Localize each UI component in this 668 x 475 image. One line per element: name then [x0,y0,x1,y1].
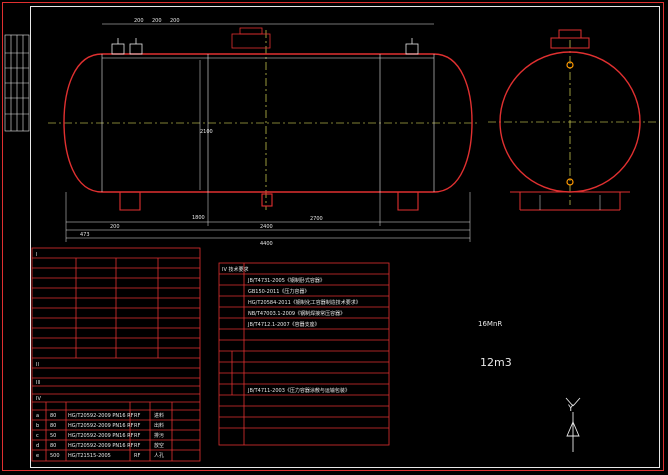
material-note: 16MnR [478,320,502,328]
dim-bottom-4: 2400 [260,224,273,230]
nozzle-row-no: c [36,433,39,439]
requirement-line: GB150-2011《压力容器》 [248,288,309,295]
nozzle-row-standard: HG/T20592-2009 PN16 RF [68,443,134,449]
nozzle-row-use: 放空 [154,442,164,449]
left-table-section-2: II [36,362,39,368]
vessel-label: 12m3 [480,356,512,369]
requirements-title: IV 技术要求 [222,266,249,273]
nozzle-row-size: 80 [50,413,56,419]
nozzle-row-face: RF [134,453,140,459]
dim-side-1: 2100 [200,129,213,135]
nozzle-row-size: 80 [50,423,56,429]
nozzle-row-standard: HG/T20592-2009 PN16 RF [68,433,134,439]
nozzle-row-no: a [36,413,39,419]
nozzle-row-no: b [36,423,39,429]
nozzle-row-face: RF [134,423,140,429]
requirement-line: JB/T4712.1-2007《容器支座》 [247,321,320,328]
outer-border [2,2,664,471]
nozzle-row-face: RF [134,433,140,439]
nozzle-row-standard: HG/T20592-2009 PN16 RF [68,413,134,419]
dim-top-3: 200 [170,18,180,24]
requirement-line: NB/T47003.1-2009《钢制焊接常压容器》 [248,310,345,317]
nozzle-row-use: 人孔 [154,452,164,459]
vessel-internal-lines [101,54,435,192]
left-table-section-3: III [36,380,40,386]
dim-bottom-3: 1800 [192,215,205,221]
nozzle-row-use: 进料 [154,412,164,419]
axis-label: Y [567,404,574,414]
left-table-section-1: I [36,252,37,258]
saddle-supports[interactable] [119,192,419,211]
top-nozzles[interactable] [111,27,419,55]
dim-bottom-6: 4400 [260,241,273,247]
requirement-line: JB/T4731-2005《钢制卧式容器》 [247,277,325,284]
nozzle-row-standard: HG/T20592-2009 PN16 RF [68,423,134,429]
nozzle-row-no: e [36,453,39,459]
dim-top-2: 200 [152,18,162,24]
axis-symbol [565,397,581,452]
nozzle-row-size: 500 [50,453,60,459]
left-data-table[interactable] [31,247,201,462]
right-requirements-table[interactable] [218,262,390,446]
nozzle-row-standard: HG/T21515-2005 [68,453,111,459]
center-lines [48,30,660,210]
nozzle-row-face: RF [134,443,140,449]
nozzle-row-use: 排污 [154,432,164,439]
nozzle-row-use: 出料 [154,422,164,429]
dim-top-1: 200 [134,18,144,24]
requirement-line: JB/T4711-2003《压力容器涂敷与运输包装》 [247,387,350,394]
dim-bottom-1: 473 [80,232,90,238]
requirement-line: HG/T20584-2011《钢制化工容器制造技术要求》 [248,299,361,306]
left-table-section-4: IV [36,396,41,402]
nozzle-row-no: d [36,443,39,449]
revision-grid [4,34,30,132]
vessel-end-view[interactable] [499,29,641,211]
dimension-lines [65,23,471,242]
nozzle-row-face: RF [134,413,140,419]
nozzle-row-size: 50 [50,433,56,439]
nozzle-row-size: 80 [50,443,56,449]
dim-bottom-2: 200 [110,224,120,230]
inner-border [30,6,660,468]
dim-bottom-5: 2700 [310,216,323,222]
